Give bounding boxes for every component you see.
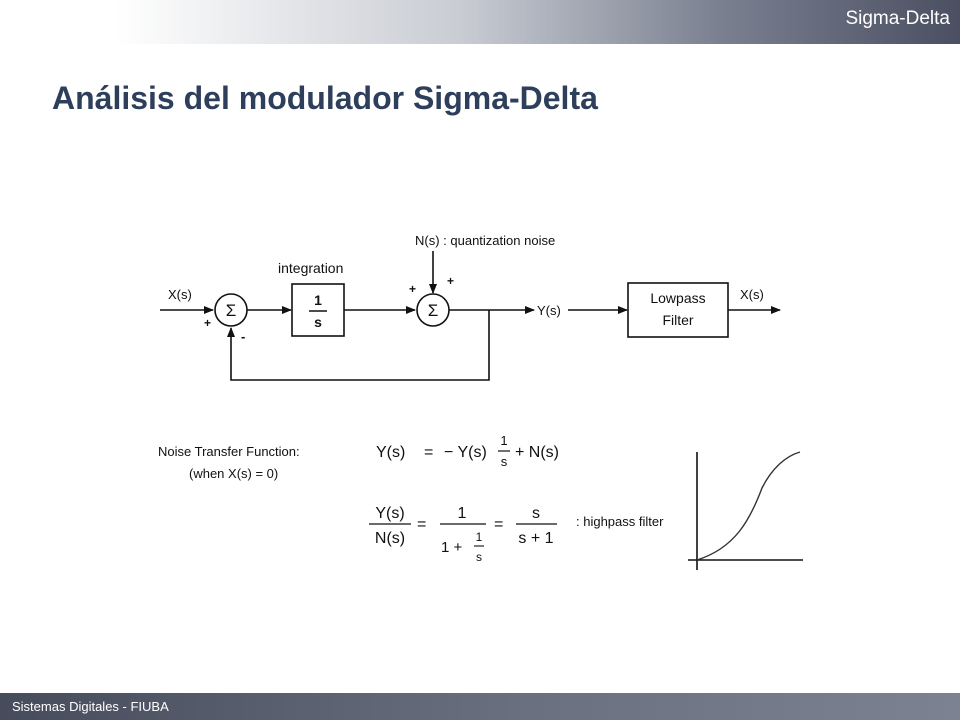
eq1-frac-numerator: 1	[500, 433, 507, 448]
eq2-mid-denominator-prefix: 1 +	[441, 539, 463, 556]
integration-label: integration	[278, 260, 343, 276]
summer2-plus-left: +	[409, 282, 416, 296]
noise-label: N(s) : quantization noise	[415, 233, 555, 248]
ntf-title: Noise Transfer Function:	[158, 444, 300, 459]
eq1-frac-denominator: s	[501, 454, 508, 469]
summing-junction-1-symbol: Σ	[226, 301, 237, 320]
footer-text: Sistemas Digitales - FIUBA	[12, 699, 169, 714]
footer-bar: Sistemas Digitales - FIUBA	[0, 693, 960, 720]
summing-junction-2-symbol: Σ	[428, 301, 439, 320]
ntf-condition: (when X(s) = 0)	[189, 466, 278, 481]
section-title: Sigma-Delta	[845, 8, 950, 29]
input-label: X(s)	[168, 287, 192, 302]
highpass-note: : highpass filter	[576, 514, 664, 529]
eq2-right-denominator: s + 1	[518, 530, 553, 547]
filter-label-line2: Filter	[662, 312, 693, 328]
eq2-mid-inner-numerator: 1	[476, 530, 483, 544]
filter-output-label: X(s)	[740, 287, 764, 302]
summer1-plus-sign: +	[204, 316, 211, 330]
eq2-numerator: Y(s)	[375, 505, 404, 522]
eq1-lhs: Y(s)	[376, 444, 405, 461]
eq2-equals-2: =	[494, 516, 503, 533]
eq2-mid-inner-denominator: s	[476, 550, 482, 564]
output-label: Y(s)	[537, 303, 561, 318]
summer1-minus-sign: -	[241, 329, 245, 344]
summer2-plus-top: +	[447, 274, 454, 288]
eq2-equals-1: =	[417, 516, 426, 533]
eq1-term: − Y(s)	[444, 444, 487, 461]
integrator-block	[291, 283, 345, 337]
highpass-response-curve	[696, 451, 801, 561]
integrator-numerator: 1	[314, 292, 322, 308]
eq2-right-numerator: s	[532, 505, 540, 522]
lowpass-filter-block	[627, 282, 729, 338]
eq1-equals: =	[424, 444, 433, 461]
filter-label-line1: Lowpass	[650, 290, 705, 306]
eq2-mid-numerator: 1	[458, 505, 467, 522]
integrator-denominator: s	[314, 314, 322, 330]
eq2-denominator: N(s)	[375, 530, 405, 547]
feedback-loop	[227, 310, 490, 381]
header-bar: Sigma-Delta	[0, 0, 960, 44]
eq1-tail: + N(s)	[515, 444, 559, 461]
page-title: Análisis del modulador Sigma-Delta	[52, 80, 598, 116]
